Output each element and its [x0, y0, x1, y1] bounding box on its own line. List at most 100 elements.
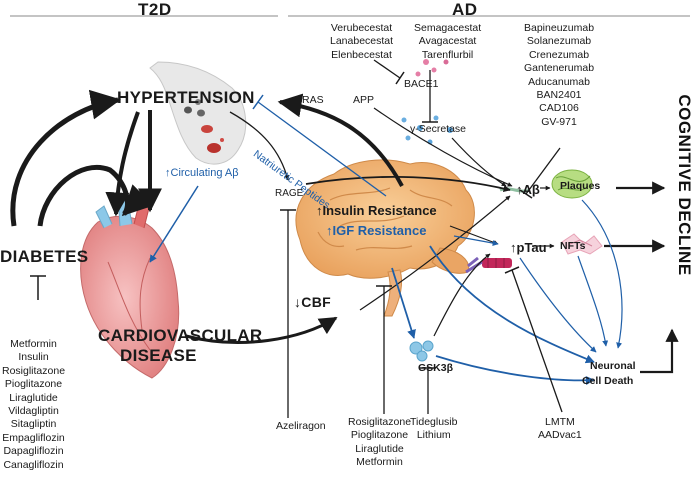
arrow-vessel-to-rage [229, 111, 290, 181]
drug-name: AADvac1 [538, 429, 582, 442]
ad-section-title: AD [452, 0, 478, 19]
ras-label: RAS [302, 94, 324, 106]
drug-name: Insulin [18, 351, 49, 364]
drug-name: Tideglusib [410, 416, 458, 428]
drug-name: Rosiglitazone [348, 416, 412, 428]
drug-name: Sitagliptin [10, 418, 57, 431]
cvd-label-line1: CARDIOVASCULAR [98, 326, 263, 345]
drug-name: CAD106 [539, 102, 579, 115]
arrow-gsk3b-to-death [435, 355, 595, 385]
arrow-insulin-to-ptau [449, 225, 499, 245]
bace1-label: BACE1 [404, 78, 439, 90]
app-membrane-icon [499, 187, 531, 193]
drug-name: Elenbecestat [331, 48, 392, 61]
arrow-igf-to-ptau [453, 235, 499, 246]
gsk3b-molecule-icon [409, 340, 434, 362]
arrow-diabetes-to-hypertension [10, 89, 121, 227]
nfts-icon [561, 233, 603, 255]
drug-name: Lanabecestat [330, 35, 394, 48]
drug-name: Pioglitazone [4, 378, 63, 391]
neuronal-death-label-line2: Cell Death [582, 375, 634, 387]
inhibit-gamma-secretase [422, 70, 438, 123]
t2d-section-title: T2D [138, 0, 172, 19]
drug-name: Aducanumab [528, 75, 590, 88]
arrow-cbf-to-abeta [359, 195, 511, 311]
drug-name: Azeliragon [276, 420, 326, 432]
drug-name: Canagliflozin [3, 458, 64, 471]
arrow-gamma-to-abeta [451, 137, 507, 187]
cvd-label-line2: DISEASE [120, 346, 197, 365]
cognitive-decline-label: COGNITIVE DECLINE [675, 94, 694, 276]
drug-name: GV-971 [541, 115, 577, 128]
insulin-resistance-label: ↑Insulin Resistance [316, 203, 437, 218]
arrow-gsk3b-to-ptau [433, 253, 491, 337]
abeta-label: ↑Aβ [516, 182, 540, 197]
hypertension-label: HYPERTENSION [117, 88, 255, 107]
inhibit-bace1 [373, 59, 405, 85]
inhibit-azeliragon [280, 209, 296, 418]
drug-name: Liraglutide [9, 391, 58, 404]
arrow-ptau-to-death [519, 257, 597, 353]
drug-name: Metformin [356, 456, 403, 469]
plaques-label: Plaques [560, 180, 601, 192]
drug-name: Dapagliflozin [3, 445, 64, 458]
drug-name: Rosiglitazone [2, 364, 66, 377]
inhibit-insulin-sensitizers [376, 285, 392, 414]
arrow-brain-to-hypertension [277, 93, 404, 187]
drug-name: Crenezumab [528, 48, 590, 61]
bace1-molecule-icon [415, 59, 449, 77]
arrow-vessel-to-cvd [105, 111, 140, 217]
arrow-plaques-to-death [581, 199, 623, 349]
neuronal-death-label-line1: Neuronal [590, 360, 636, 372]
inhibit-tau [504, 266, 563, 413]
nfts-label: NFTs [560, 240, 586, 252]
cbf-label: ↓CBF [294, 294, 331, 310]
drug-name: Pioglitazone [350, 429, 409, 442]
drug-name: Metformin [10, 338, 57, 350]
drug-name: Semagacestat [414, 22, 482, 34]
drug-name: LMTM [545, 416, 575, 428]
inhibit-abeta-antibodies [519, 147, 561, 199]
drug-name: Solanezumab [526, 35, 592, 48]
gsk3b-label: GSK3β [418, 362, 454, 374]
arrow-igf-to-death [429, 245, 595, 364]
diabetes-label: DIABETES [0, 247, 89, 266]
inhibit-natriuretic-peptides [252, 94, 387, 197]
inhibit-diabetes-drugs [30, 275, 46, 300]
blood-vessel-icon [149, 61, 247, 165]
arrow-death-to-cognitive [640, 328, 679, 374]
arrow-circulating-to-cvd [149, 185, 199, 263]
igf-resistance-label: ↑IGF Resistance [326, 223, 427, 238]
arrow-nfts-to-death [577, 255, 609, 347]
drug-name: Empagliflozin [2, 431, 65, 444]
drug-name: Avagacestat [418, 35, 477, 48]
drug-name: BAN2401 [536, 89, 582, 102]
inhibit-gsk3b [420, 367, 436, 414]
arrow-cvd-to-cbf [185, 316, 338, 344]
ptau-label: ↑pTau [510, 240, 547, 255]
drug-name: Bapineuzumab [524, 22, 595, 34]
drug-name: Lithium [416, 429, 451, 442]
drug-name: Verubecestat [330, 22, 393, 34]
gamma-secretase-label: γ-Secretase [410, 123, 467, 135]
arrow-rage-to-abeta [305, 175, 511, 193]
drug-name: Vildagliptin [8, 405, 59, 418]
rage-inhibitor-list: Azeliragon [276, 420, 326, 433]
app-label: APP [353, 94, 375, 106]
arrow-brain-to-gsk3b [391, 267, 416, 339]
rage-label: RAGE [275, 188, 304, 199]
drug-name: Gantenerumab [524, 62, 595, 75]
drug-name: Liraglutide [355, 442, 404, 455]
drug-name: Tarenflurbil [421, 48, 474, 61]
plaques-icon [551, 169, 593, 199]
circulating-abeta-label: ↑Circulating Aβ [165, 167, 239, 179]
